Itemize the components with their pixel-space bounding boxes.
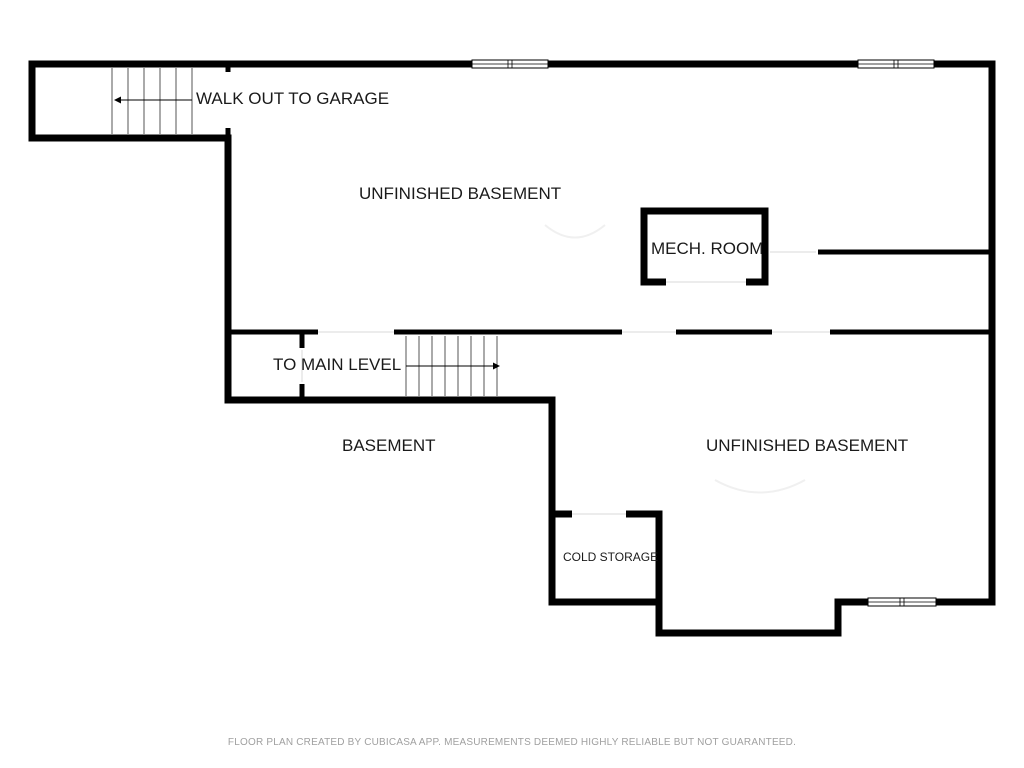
basement-label: BASEMENT (342, 436, 436, 455)
watermark-logo (544, 224, 806, 494)
footer-disclaimer: FLOOR PLAN CREATED BY CUBICASA APP. MEAS… (228, 737, 796, 748)
unfinished-basement-top-label: UNFINISHED BASEMENT (359, 184, 561, 203)
window-bottom-right (867, 597, 937, 607)
unfinished-basement-bottom-label: UNFINISHED BASEMENT (706, 436, 908, 455)
cold-storage-label: COLD STORAGE (563, 550, 658, 564)
wall-openings (223, 74, 830, 519)
mech-room-label: MECH. ROOM (651, 239, 763, 258)
exterior-walls (28, 60, 996, 637)
walk-out-label: WALK OUT TO GARAGE (196, 89, 389, 108)
stairs-garage (111, 68, 193, 134)
window-top-right (857, 59, 935, 69)
to-main-level-label: TO MAIN LEVEL (273, 355, 401, 374)
window-top-left (471, 59, 549, 69)
stairs-main-level (405, 336, 500, 396)
